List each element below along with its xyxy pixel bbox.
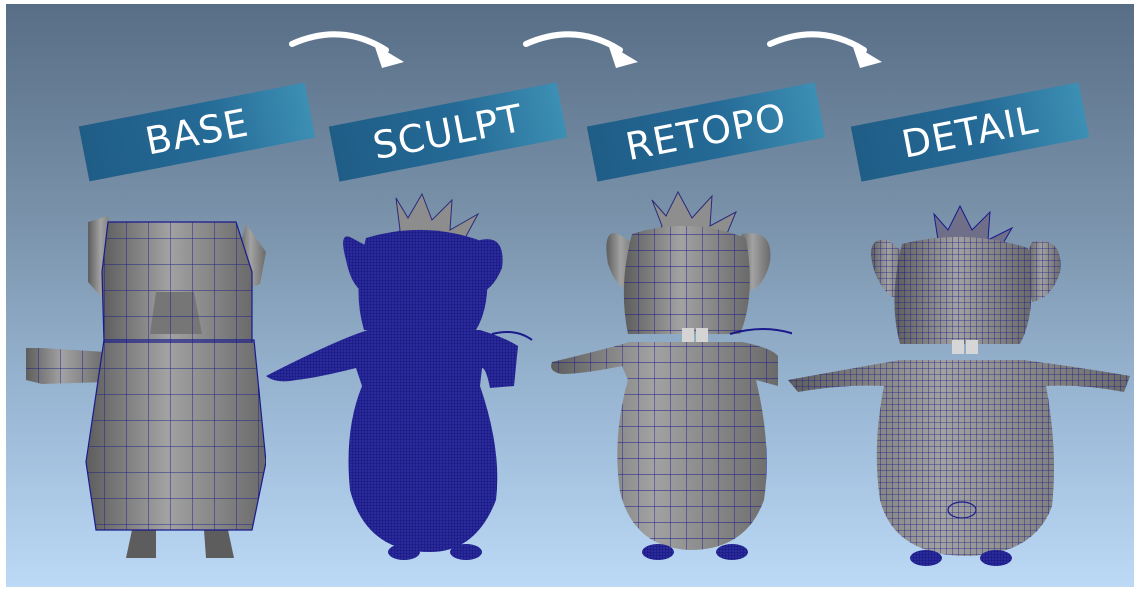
stage-label: SCULPT	[370, 99, 526, 165]
stage-banner-sculpt: SCULPT	[329, 82, 567, 181]
detail-mesh-model	[784, 200, 1134, 572]
stage-label: DETAIL	[899, 100, 1042, 164]
stage-banner-base: BASE	[79, 83, 315, 182]
curved-arrow-icon	[286, 24, 416, 72]
stage: BASE SCULPT RETOPO DETAIL	[6, 4, 1134, 587]
curved-arrow-icon	[520, 24, 650, 72]
stage-label: RETOPO	[623, 98, 790, 166]
stage-label: BASE	[142, 103, 252, 160]
retopo-mesh-model	[542, 186, 792, 566]
sculpt-mesh-model	[256, 190, 546, 566]
stage-banner-detail: DETAIL	[851, 82, 1089, 181]
base-mesh-model	[16, 212, 266, 564]
curved-arrow-icon	[764, 24, 894, 72]
stage-banner-retopo: RETOPO	[587, 82, 825, 181]
image-frame: BASE SCULPT RETOPO DETAIL	[6, 4, 1134, 587]
